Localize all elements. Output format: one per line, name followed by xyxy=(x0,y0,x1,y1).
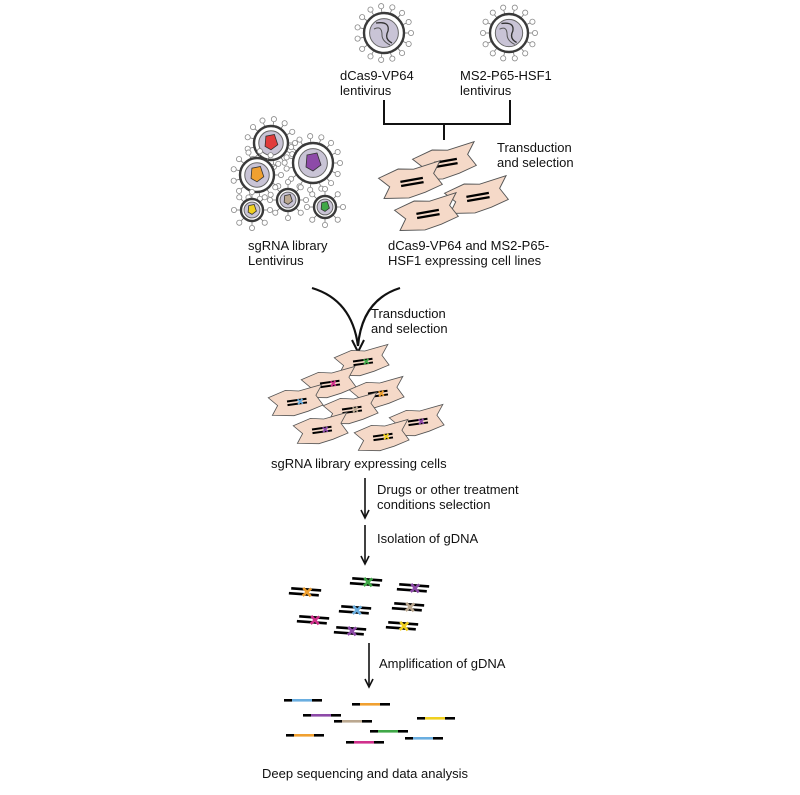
library-cell-8 xyxy=(353,419,413,455)
step-arrow-treatment xyxy=(360,478,370,520)
gdna-fragment-3 xyxy=(396,583,430,594)
gdna-fragment-2 xyxy=(349,577,383,588)
library-virus-purple xyxy=(283,133,343,193)
transduction-label-1-line2: and selection xyxy=(497,155,574,170)
sequencing-label: Deep sequencing and data analysis xyxy=(262,766,468,781)
library-virus-green xyxy=(303,185,346,228)
cell-lines-label-line1: dCas9-VP64 and MS2-P65- xyxy=(388,238,550,253)
host-cell-4 xyxy=(392,192,462,236)
merge-bracket xyxy=(383,100,511,140)
dcas9-virus-capsid xyxy=(354,3,414,63)
cell-lines-label: dCas9-VP64 and MS2-P65- HSF1 expressing … xyxy=(388,238,549,268)
transduction-label-2-line2: and selection xyxy=(371,321,448,336)
library-cell-4 xyxy=(348,376,408,412)
amplified-sgrna-amplicons xyxy=(284,699,455,744)
library-cell-1 xyxy=(333,344,393,380)
gdna-fragment-6 xyxy=(296,615,330,626)
library-cell-6 xyxy=(388,404,448,440)
gdna-fragment-7 xyxy=(385,621,419,632)
library-virus-yellow xyxy=(230,188,273,231)
amplicon-7 xyxy=(370,730,408,733)
library-cells-label: sgRNA library expressing cells xyxy=(271,456,447,471)
library-virus-label: sgRNA library Lentivirus xyxy=(248,238,327,268)
sgrna-expressing-cells xyxy=(267,344,448,455)
ms2-lentivirus-particle xyxy=(479,4,538,62)
genomic-dna-fragments xyxy=(288,577,430,637)
library-virus-label-line1: sgRNA library xyxy=(248,238,328,253)
transduction-label-1: Transduction and selection xyxy=(497,140,574,170)
amplicon-2 xyxy=(352,703,390,706)
amplicon-6 xyxy=(286,734,324,737)
gdna-fragment-5 xyxy=(391,602,425,613)
dcas9-virus-label-line2: lentivirus xyxy=(340,83,392,98)
library-virus-label-line2: Lentivirus xyxy=(248,253,304,268)
step-arrow-amplification xyxy=(364,643,374,689)
gdna-fragment-8 xyxy=(333,626,367,637)
ms2-virus-label-line2: lentivirus xyxy=(460,83,512,98)
dcas9-virus-label-line1: dCas9-VP64 xyxy=(340,68,414,83)
sgrna-library-virus-cluster xyxy=(230,116,346,231)
library-cell-7 xyxy=(292,412,352,448)
amplification-label: Amplification of gDNA xyxy=(379,656,506,671)
drug-selection-label-line2: conditions selection xyxy=(377,497,491,512)
transduction-label-2-line1: Transduction xyxy=(371,306,446,321)
amplicon-4 xyxy=(334,720,372,723)
host-cell-2 xyxy=(376,160,446,204)
amplicon-5 xyxy=(417,717,455,720)
transduction-label-1-line1: Transduction xyxy=(497,140,572,155)
library-cell-3 xyxy=(267,384,327,420)
ms2-virus-label-line1: MS2-P65-HSF1 xyxy=(460,68,552,83)
library-virus-orange xyxy=(230,148,284,202)
drug-selection-label-line1: Drugs or other treatment xyxy=(377,482,519,497)
step-arrow-isolation xyxy=(360,525,370,566)
amplicon-9 xyxy=(405,737,443,740)
drug-selection-label: Drugs or other treatment conditions sele… xyxy=(377,482,519,512)
library-cell-2 xyxy=(300,366,360,402)
amplicon-3 xyxy=(303,714,341,717)
gdna-fragment-4 xyxy=(338,605,372,616)
ms2-virus-capsid xyxy=(479,4,538,62)
library-cell-5 xyxy=(322,392,382,428)
library-virus-tan xyxy=(266,178,309,221)
host-cell-lines xyxy=(376,141,512,236)
library-virus-red xyxy=(244,116,298,170)
amplicon-8 xyxy=(346,741,384,744)
dcas9-lentivirus-particle xyxy=(354,3,414,63)
transduction-label-2: Transduction and selection xyxy=(371,306,448,336)
dcas9-virus-label: dCas9-VP64 lentivirus xyxy=(340,68,414,98)
amplicon-1 xyxy=(284,699,322,702)
gdna-fragment-1 xyxy=(288,587,322,598)
cell-lines-label-line2: HSF1 expressing cell lines xyxy=(388,253,542,268)
ms2-virus-label: MS2-P65-HSF1 lentivirus xyxy=(460,68,552,98)
isolation-label: Isolation of gDNA xyxy=(377,531,479,546)
